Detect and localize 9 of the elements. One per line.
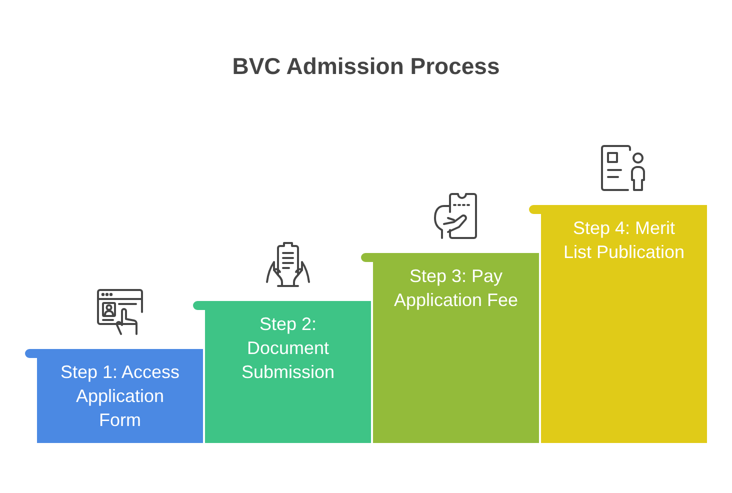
step-label: Step 1: Access Application Form — [59, 361, 181, 432]
diagram-title: BVC Admission Process — [232, 52, 500, 80]
step-block — [361, 253, 539, 443]
step-label: Step 4: Merit List Publication — [562, 217, 686, 264]
step-label: Step 2: Document Submission — [240, 313, 336, 384]
step-block — [529, 205, 707, 443]
step-block — [25, 349, 203, 443]
step-label: Step 3: Pay Application Fee — [392, 265, 520, 312]
step-block — [193, 301, 371, 443]
